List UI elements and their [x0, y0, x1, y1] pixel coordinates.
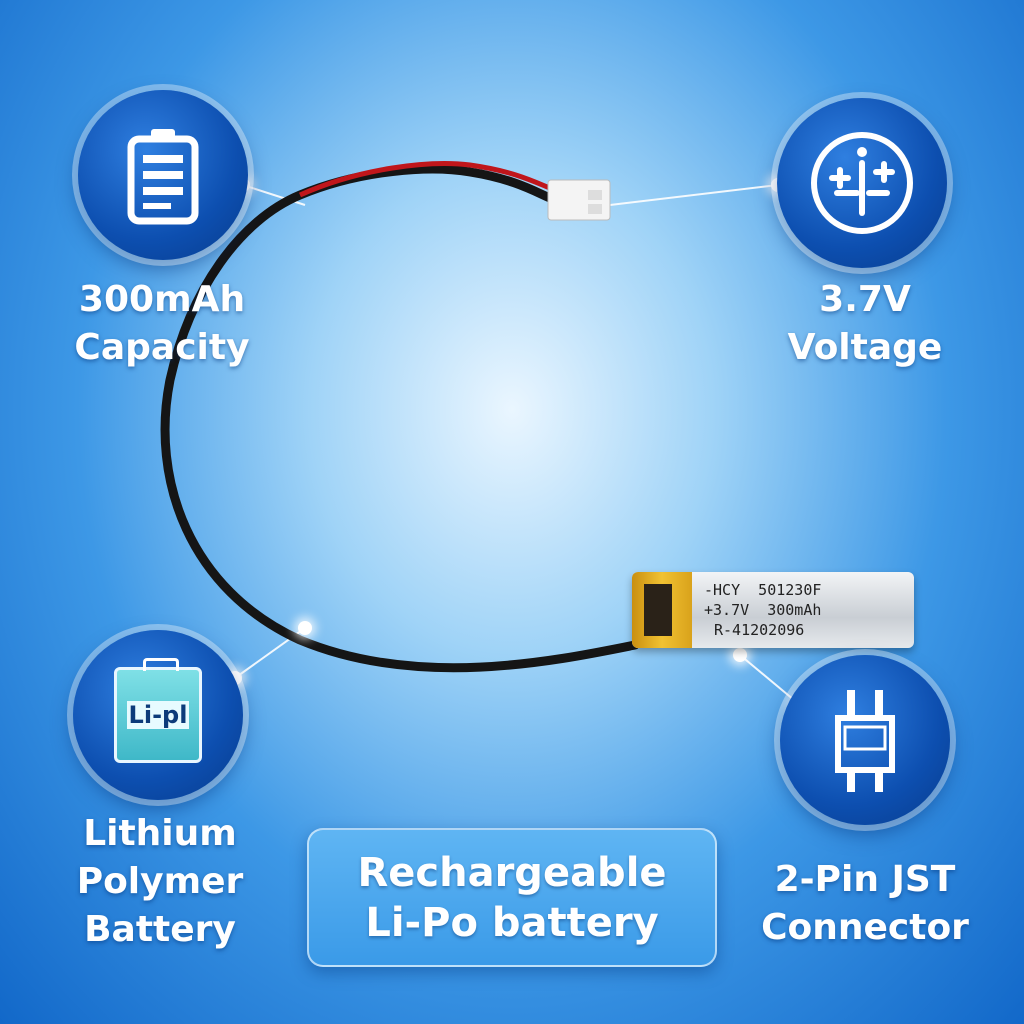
battery-cell: -HCY 501230F +3.7V 300mAh R-41202096 — [632, 572, 914, 648]
pointer-dot — [733, 648, 747, 662]
pointer-dot — [298, 621, 312, 635]
lipo-icon: Li-pl — [73, 630, 243, 800]
battery-icon — [78, 90, 248, 260]
battery-label-line: -HCY 501230F — [704, 581, 822, 599]
black-wire — [160, 164, 640, 673]
battery-label-line: +3.7V 300mAh — [704, 601, 822, 619]
banner-line: Rechargeable — [357, 849, 667, 896]
battery-label-line: R-41202096 — [714, 621, 805, 639]
rechargeable-banner: Rechargeable Li-Po battery — [307, 828, 717, 967]
banner-line: Li-Po battery — [365, 899, 659, 946]
voltage-icon — [777, 98, 947, 268]
lipo-icon-text: Li-pl — [126, 701, 190, 729]
plug-icon — [780, 655, 950, 825]
red-wire — [298, 161, 556, 198]
